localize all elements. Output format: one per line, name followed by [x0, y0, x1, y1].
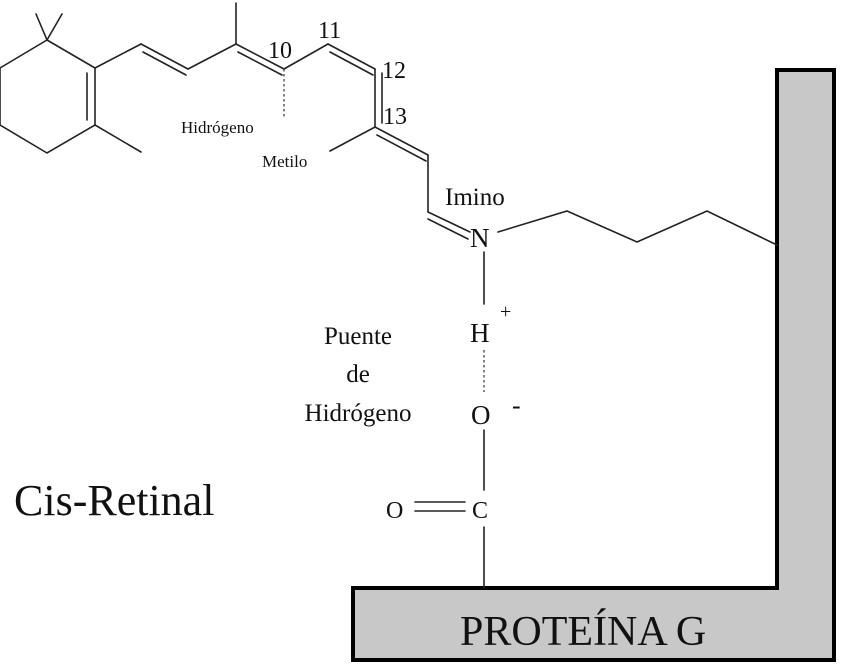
hbond-label-line2: de	[346, 361, 370, 388]
label-c12: 12	[382, 58, 406, 84]
cyclohexene-ring	[0, 13, 142, 154]
atom-oxygen: O	[386, 498, 403, 524]
label-c13: 13	[383, 104, 407, 130]
hbond-label-line1: Puente	[324, 323, 392, 350]
protein-g-block	[351, 68, 836, 662]
label-c10: 10	[268, 38, 292, 64]
protein-label: PROTEÍNA G	[460, 608, 706, 655]
atom-oxygen-ion: O	[471, 400, 491, 430]
label-hydrogen: Hidrógeno	[181, 118, 254, 137]
label-imino: Imino	[445, 184, 505, 211]
c-o-double-bond	[414, 501, 466, 512]
label-c11: 11	[318, 18, 341, 44]
lysine-chain	[497, 210, 778, 246]
atom-nitrogen: N	[470, 223, 490, 253]
diagram-title: Cis-Retinal	[14, 476, 214, 525]
label-methyl: Metilo	[262, 152, 307, 171]
hydrogen-charge: +	[500, 301, 511, 323]
atom-hydrogen: H	[470, 318, 490, 348]
atom-carbon: C	[472, 498, 488, 524]
polyene-chain	[94, 2, 471, 240]
hbond-label-line3: Hidrógeno	[305, 400, 412, 427]
oxygen-charge: -	[512, 391, 521, 420]
